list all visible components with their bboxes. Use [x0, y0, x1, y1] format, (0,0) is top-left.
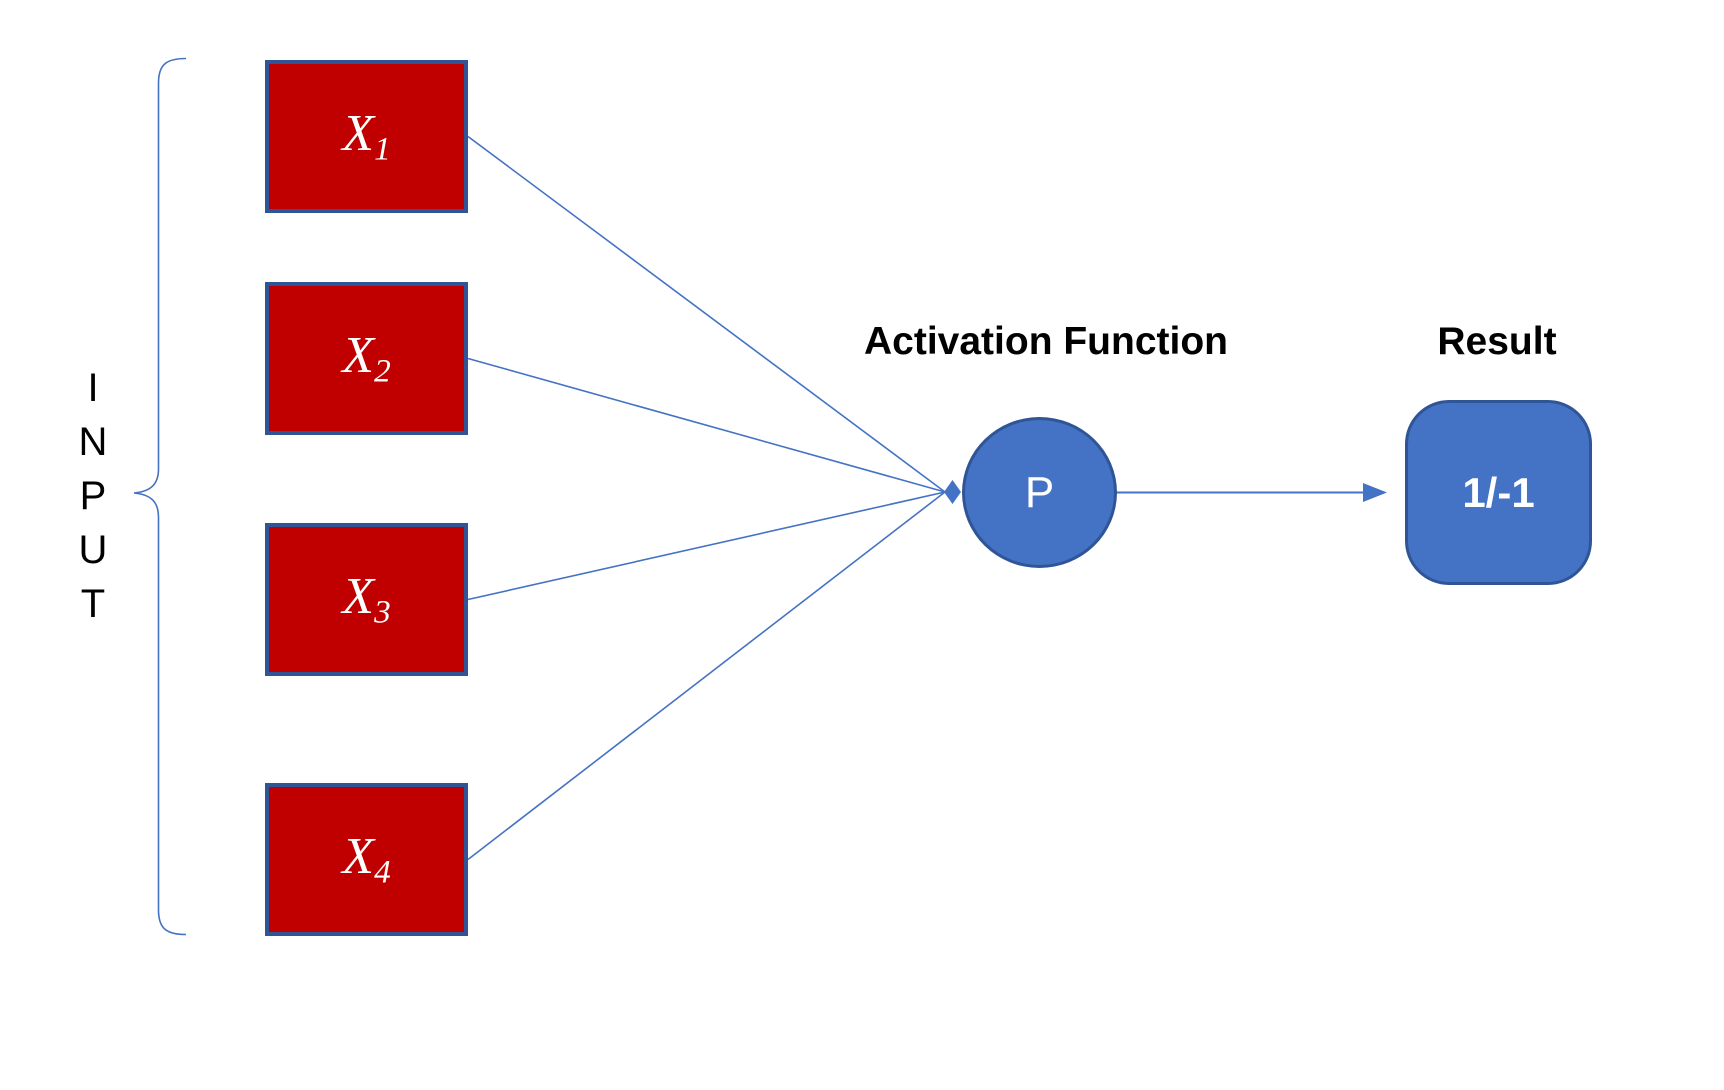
- input-letter: T: [80, 582, 106, 626]
- connector-line-x3: [467, 491, 946, 601]
- activation-node: P: [962, 417, 1117, 568]
- activation-node-label: P: [1024, 467, 1055, 517]
- result-title: Result: [1437, 320, 1557, 363]
- input-letter: N: [78, 420, 108, 464]
- input-box-x2: X2: [265, 282, 468, 435]
- input-box-x3: X3: [265, 523, 468, 676]
- input-brace: [133, 57, 187, 936]
- input-box-x1: X1: [265, 60, 468, 213]
- result-box: 1/-1: [1405, 400, 1592, 585]
- result-value: 1/-1: [1462, 468, 1535, 516]
- input-box-label: X1: [342, 104, 391, 168]
- converge-diamond-icon: [944, 480, 961, 504]
- input-group-label: I N P U T: [71, 361, 115, 631]
- activation-function-title: Activation Function: [864, 320, 1228, 363]
- input-letter: P: [79, 474, 107, 518]
- connector-line-x1: [467, 135, 946, 493]
- input-box-label: X4: [342, 827, 391, 891]
- input-box-label: X2: [342, 326, 391, 390]
- output-arrowhead-icon: [1363, 483, 1387, 502]
- input-box-x4: X4: [265, 783, 468, 936]
- input-box-label: X3: [342, 567, 391, 631]
- connector-line-x4: [467, 491, 946, 861]
- connector-line-x2: [467, 357, 946, 493]
- input-letter: U: [78, 528, 108, 572]
- input-letter: I: [87, 366, 99, 410]
